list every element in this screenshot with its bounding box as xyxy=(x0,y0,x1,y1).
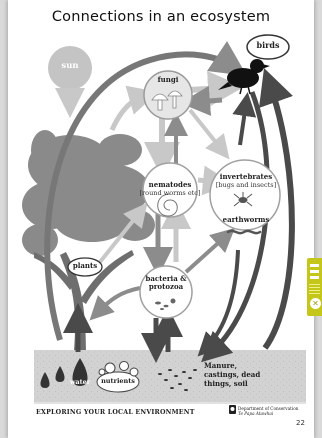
arrow-bacteria-to-plants xyxy=(89,286,141,321)
invertebrates-note: [bugs and insects] xyxy=(215,180,277,189)
insect-icon xyxy=(233,192,253,207)
bacteria-icon xyxy=(155,298,176,310)
arrow-birds-to-fungi xyxy=(180,85,223,116)
mushroom-icon xyxy=(151,90,183,111)
nematodes-title: nematodes xyxy=(148,180,192,189)
doc-logo xyxy=(229,405,236,414)
protozoa-title: protozoa xyxy=(148,281,184,291)
page-number: 22 xyxy=(296,419,305,427)
nematodes-node xyxy=(142,162,198,218)
arrow-plants-to-birds xyxy=(44,41,247,341)
side-tab-bar-3 xyxy=(310,276,319,279)
fungi-node xyxy=(143,70,193,120)
water-drops-icon xyxy=(40,358,88,388)
soil-line-1: Manure, xyxy=(204,361,238,370)
fungi-label: fungi xyxy=(157,75,179,84)
arrow-birds-to-soil xyxy=(201,91,270,363)
plants-node xyxy=(67,257,103,277)
bacteria-title: bacteria & xyxy=(145,274,187,283)
bacteria-label: bacteria & protozoa xyxy=(136,275,196,290)
diagram-title: Connections in an ecosystem xyxy=(51,9,271,25)
earthworms-label: earthworms xyxy=(222,215,270,224)
nutrients-cloud xyxy=(96,361,140,393)
birds-node xyxy=(246,34,290,60)
birds-label: birds xyxy=(256,40,280,50)
bird-icon xyxy=(218,59,270,95)
arrow-bacteria-to-invertebrates xyxy=(184,227,235,274)
invertebrates-node xyxy=(209,159,281,231)
doc-line-2: Te Papa Atawhai xyxy=(238,411,274,417)
invertebrates-title: invertebrates xyxy=(219,172,273,181)
invertebrates-label: invertebrates [bugs and insects] xyxy=(214,173,278,189)
arrow-fungi-to-invertebrates xyxy=(188,108,230,160)
arrow-soil-to-birds xyxy=(259,68,295,350)
plants-label: plants xyxy=(72,261,98,270)
arrow-invertebrates-to-soil xyxy=(197,249,240,357)
arrow-invertebrates-to-birds xyxy=(232,92,257,146)
tree-illustration xyxy=(22,130,155,350)
soil-label: Manure, castings, dead things, soil xyxy=(204,361,274,388)
nematode-spiral-icon xyxy=(157,193,178,217)
bacteria-node xyxy=(139,265,193,319)
doc-line-1: Department of Conservation xyxy=(238,406,299,411)
soil-crumbs xyxy=(158,369,197,391)
soil-line-3: things, soil xyxy=(204,378,248,388)
arrow-plants-to-fungi xyxy=(109,85,159,132)
side-tab-bar-1 xyxy=(310,264,319,267)
sun-label: sun xyxy=(61,61,79,71)
nutrients-label: nutrients xyxy=(101,377,135,385)
water-label: water xyxy=(69,378,91,386)
footer-title: EXPLORING YOUR LOCAL ENVIRONMENT xyxy=(36,409,195,416)
arrow-plants-to-nematodes xyxy=(98,202,148,264)
side-tab-bar-2 xyxy=(310,270,319,273)
side-tab[interactable]: ✕ xyxy=(307,258,322,316)
sun-circle xyxy=(48,46,92,90)
doc-credit: Department of Conservation Te Papa Atawh… xyxy=(238,406,298,416)
nematodes-label: nematodes [round worms etc] xyxy=(138,181,202,197)
nematodes-note: [round worms etc] xyxy=(139,188,201,197)
soil-line-2: castings, dead xyxy=(204,369,261,379)
close-icon[interactable]: ✕ xyxy=(310,298,321,309)
earthworm-icon xyxy=(226,229,262,235)
side-tab-text-lines xyxy=(309,284,320,294)
